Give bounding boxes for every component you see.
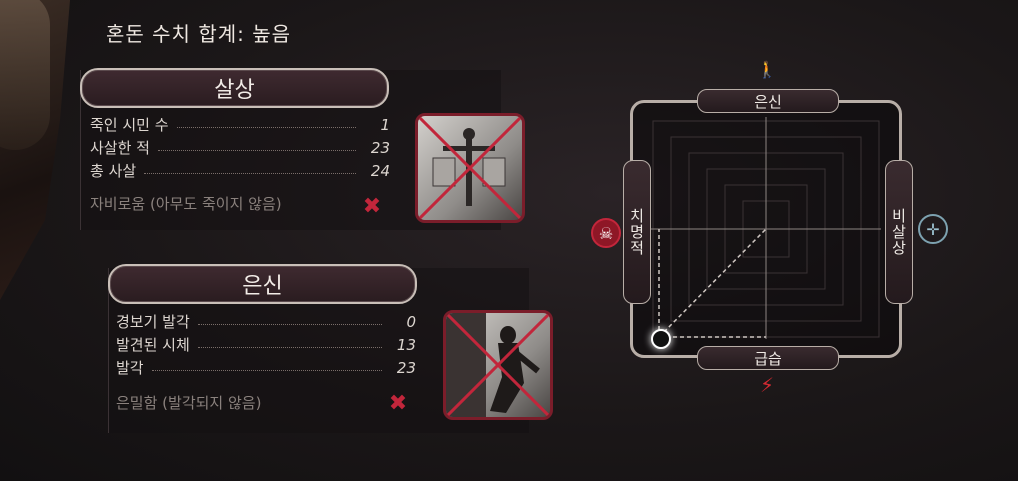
crosshair-icon: ✛ — [918, 214, 948, 244]
assassin-illustration — [446, 313, 550, 417]
stat-row: 발견된 시체 13 — [116, 334, 416, 355]
leader-dots — [144, 173, 356, 174]
casualties-title: 살상 — [214, 78, 255, 103]
leader-dots — [157, 150, 356, 151]
graph-grid — [651, 117, 881, 339]
leader-dots — [197, 324, 382, 325]
lightning-strike-icon: ⚡ — [759, 373, 775, 397]
stat-value: 23 — [396, 358, 416, 377]
stat-label: 죽인 시민 수 — [90, 116, 169, 134]
stealthy-achievement: 은밀함 (발각되지 않음) — [116, 394, 262, 412]
stat-value: 1 — [380, 115, 390, 134]
stealth-axis-label: 은신 — [697, 89, 839, 113]
sneaking-figure-icon: 🚶 — [757, 59, 777, 79]
stat-value: 24 — [370, 161, 390, 180]
stat-row: 죽인 시민 수 1 — [90, 114, 390, 135]
casualties-banner: 살상 — [80, 68, 389, 108]
stat-label: 사살한 적 — [90, 139, 150, 157]
assassin-running-image — [443, 310, 553, 420]
stat-label: 경보기 발각 — [116, 313, 190, 331]
stat-value: 0 — [406, 312, 416, 331]
merciful-achievement: 자비로움 (아무도 죽이지 않음) — [90, 195, 282, 213]
stat-value: 23 — [370, 138, 390, 157]
chaos-total-title: 혼돈 수치 합계: 높음 — [106, 22, 292, 46]
justice-scales-image — [415, 113, 525, 223]
character-portrait — [0, 0, 70, 300]
stat-label: 총 사살 — [90, 162, 137, 180]
stealth-title: 은신 — [242, 274, 283, 299]
skull-icon: ☠ — [591, 218, 621, 248]
stat-row: 총 사살 24 — [90, 160, 390, 181]
leader-dots — [176, 127, 356, 128]
failed-x-icon: ✖ — [388, 390, 408, 416]
leader-dots — [151, 370, 382, 371]
leader-dots — [197, 347, 382, 348]
stat-row: 경보기 발각 0 — [116, 311, 416, 332]
stat-row: 사살한 적 23 — [90, 137, 390, 158]
stat-row: 발각 23 — [116, 357, 416, 378]
stat-label: 발견된 시체 — [116, 336, 190, 354]
playstyle-graph — [630, 100, 902, 358]
stealth-banner: 은신 — [108, 264, 417, 304]
lethal-axis-label: 치명적 — [623, 160, 651, 304]
player-position-marker — [651, 329, 671, 349]
scales-illustration — [418, 116, 522, 220]
assault-axis-label: 급습 — [697, 346, 839, 370]
stat-label: 발각 — [116, 359, 144, 377]
failed-x-icon: ✖ — [362, 193, 382, 219]
stat-value: 13 — [396, 335, 416, 354]
nonlethal-axis-label: 비살상 — [885, 160, 913, 304]
